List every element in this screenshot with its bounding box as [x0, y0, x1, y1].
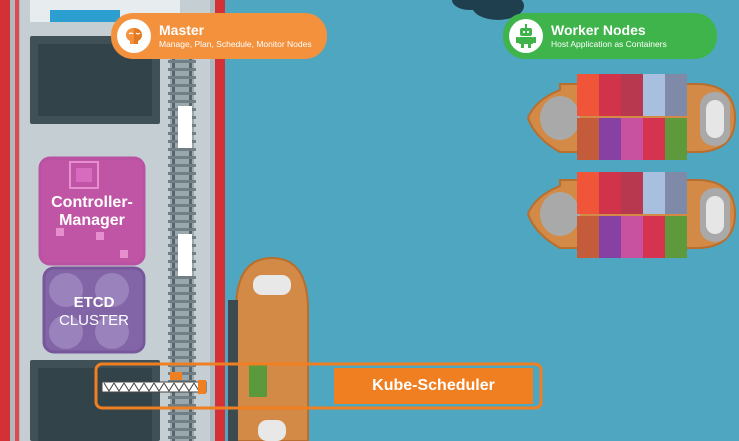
crane-truss-segment: [183, 382, 195, 392]
rail-tie: [168, 340, 196, 343]
rail-tie: [168, 404, 196, 407]
container-ship-1: [526, 74, 737, 160]
rail-tie: [168, 324, 196, 327]
container-ship-2: [526, 172, 737, 258]
crane-truss-segment: [103, 382, 115, 392]
rail-tie: [168, 228, 196, 231]
crane-truss-segment: [163, 382, 175, 392]
rail-tie: [168, 100, 196, 103]
rail-tie: [168, 60, 196, 63]
rail-tie: [168, 196, 196, 199]
rail-tie: [168, 332, 196, 335]
rail-tie: [168, 172, 196, 175]
dock-boat: [228, 256, 309, 441]
controller-manager-box: [38, 156, 146, 266]
crane-truss-segment: [133, 382, 145, 392]
rail-tie: [168, 412, 196, 415]
worker-title: Worker Nodes: [551, 22, 646, 39]
etcd-line2: CLUSTER: [58, 312, 129, 329]
etcd-cluster-box: [42, 266, 146, 354]
controller-manager-line1: Controller-: [51, 194, 133, 211]
rail-tie: [168, 92, 196, 95]
brain-icon: [117, 19, 151, 53]
etcd-line1: ETCD: [73, 294, 115, 311]
rail-tie: [168, 212, 196, 215]
robot-icon: [509, 19, 543, 53]
rail-tie: [168, 76, 196, 79]
rail-tie: [168, 428, 196, 431]
crane-truss-segment: [123, 382, 135, 392]
master-title: Master: [159, 22, 205, 39]
rail-tie: [168, 164, 196, 167]
worker-nodes-badge: Worker Nodes Host Application as Contain…: [503, 13, 717, 59]
rail-tie: [168, 316, 196, 319]
rail-tie: [168, 156, 196, 159]
rail-tie: [168, 308, 196, 311]
rail-track: [168, 40, 196, 441]
rail-tie: [168, 284, 196, 287]
rail-tie: [168, 68, 196, 71]
rail-tie: [168, 436, 196, 439]
rail-tie: [168, 300, 196, 303]
etcd-cluster-label: ETCD CLUSTER: [44, 294, 144, 330]
smoke-cloud: [452, 0, 524, 20]
rail-tie: [168, 356, 196, 359]
master-badge: Master Manage, Plan, Schedule, Monitor N…: [111, 13, 327, 59]
rail-tie: [168, 420, 196, 423]
crane-truss-segment: [143, 382, 155, 392]
crane-truss-segment: [113, 382, 125, 392]
rail-tie: [168, 348, 196, 351]
rail-tie: [168, 292, 196, 295]
rail-tie: [168, 220, 196, 223]
rail-tie: [168, 84, 196, 87]
crane-truss-segment: [173, 382, 185, 392]
rail-tie: [168, 180, 196, 183]
crane-truss-segment: [153, 382, 165, 392]
rail-tie: [168, 148, 196, 151]
kube-scheduler-crane: [94, 362, 543, 410]
rail-tie: [168, 276, 196, 279]
rail-tie: [168, 396, 196, 399]
controller-manager-label: Controller- Manager: [40, 194, 144, 230]
controller-manager-line2: Manager: [59, 212, 125, 229]
rail-tie: [168, 204, 196, 207]
kube-scheduler-label: Kube-Scheduler: [372, 377, 495, 394]
worker-subtitle: Host Application as Containers: [551, 38, 667, 49]
master-subtitle: Manage, Plan, Schedule, Monitor Nodes: [159, 38, 312, 49]
rail-tie: [168, 188, 196, 191]
